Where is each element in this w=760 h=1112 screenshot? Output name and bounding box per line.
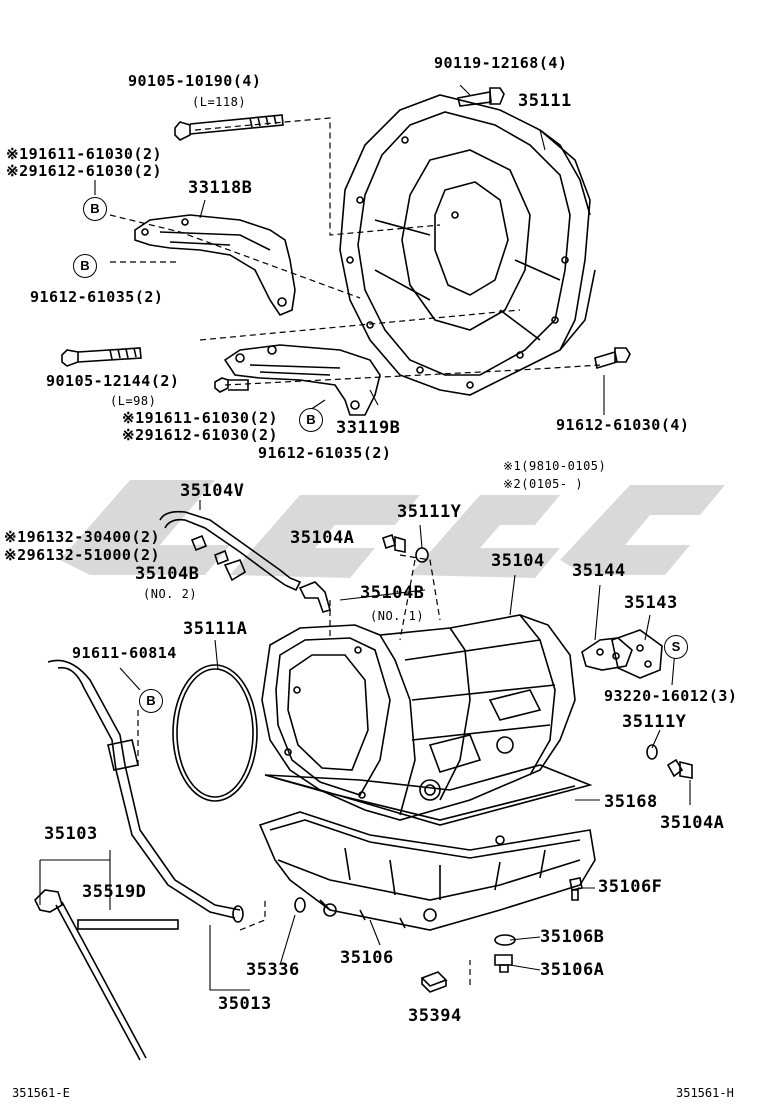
watermark-logo: [60, 480, 725, 578]
label-91612-61030-right: 91612-61030(4): [556, 416, 690, 434]
label-length-118: (L=118): [192, 95, 247, 109]
label-no1: (NO. 1): [370, 609, 425, 623]
solid-leaders: [39, 84, 691, 991]
marker-s: S: [664, 635, 688, 659]
label-35143: 35143: [624, 593, 678, 613]
o-ring-35111a: [172, 664, 258, 802]
label-93220-16012: 93220-16012(3): [604, 687, 738, 705]
dipstick-35103: [34, 889, 147, 1061]
label-35111y-top: 35111Y: [397, 502, 462, 522]
label-35106: 35106: [340, 948, 394, 968]
o-ring-35111a-inner: [176, 668, 254, 798]
gasket-35336: [294, 897, 306, 913]
label-35013: 35013: [218, 994, 272, 1014]
label-191611-61030-top: ※191611-61030(2): [6, 145, 163, 163]
label-35103: 35103: [44, 824, 98, 844]
label-90119-12168: 90119-12168(4): [434, 54, 568, 72]
label-35111y-right: 35111Y: [622, 712, 687, 732]
marker-b-2: B: [73, 254, 97, 278]
label-35104b-no2: 35104B: [135, 564, 200, 584]
label-35111a: 35111A: [183, 619, 248, 639]
bolt-90105-10190: [174, 114, 284, 141]
transmission-case-35104: [261, 614, 576, 821]
label-35394: 35394: [408, 1006, 462, 1026]
vent-hose-35104v: [159, 510, 302, 592]
label-35104a-top: 35104A: [290, 528, 355, 548]
label-35104: 35104: [491, 551, 545, 571]
label-35168: 35168: [604, 792, 658, 812]
footer-code-right: 351561-H: [676, 1086, 734, 1100]
label-35111: 35111: [518, 91, 572, 111]
note-2: ※2(0105- ): [503, 477, 584, 491]
filler-tube-35013: [47, 659, 244, 923]
label-35104b-no1: 35104B: [360, 583, 425, 603]
label-196132-30400: ※196132-30400(2): [4, 528, 161, 546]
note-1: ※1(9810-0105): [503, 459, 607, 473]
label-90105-10190: 90105-10190(4): [128, 72, 262, 90]
bracket-35144: [581, 637, 633, 671]
label-291612-61030-mid: ※291612-61030(2): [122, 426, 279, 444]
label-35106f: 35106F: [598, 877, 663, 897]
pan-gasket-35168: [264, 764, 593, 826]
bolt-35106f: [569, 877, 583, 901]
bell-housing-35111: [339, 94, 596, 396]
label-90105-12144: 90105-12144(2): [46, 372, 180, 390]
label-296132-51000: ※296132-51000(2): [4, 546, 161, 564]
bolt-91611-61030: [214, 377, 249, 393]
bolt-90105-12144: [61, 347, 142, 367]
label-35106a: 35106A: [540, 960, 605, 980]
plug-35104a-right: [666, 758, 693, 779]
label-91612-61035-top: 91612-61035(2): [30, 288, 164, 306]
label-35336: 35336: [246, 960, 300, 980]
label-35144: 35144: [572, 561, 626, 581]
marker-b-3: B: [299, 408, 323, 432]
footer-code-left: 351561-E: [12, 1086, 70, 1100]
bolt-90119-12168: [457, 87, 505, 107]
bolt-91612-61030: [594, 347, 631, 370]
bracket-33119b: [223, 344, 381, 416]
drain-plug-35106a: [494, 954, 513, 973]
label-33118b: 33118B: [188, 178, 253, 198]
label-no2: (NO. 2): [143, 587, 198, 601]
gasket-35106b: [494, 934, 516, 946]
union-35104b-no2: [223, 559, 247, 582]
label-91611-60814: 91611-60814: [72, 644, 177, 662]
label-91612-61035-mid: 91612-61035(2): [258, 444, 392, 462]
marker-b-4: B: [139, 689, 163, 713]
marker-b-1: B: [83, 197, 107, 221]
o-ring-35519d: [77, 919, 179, 930]
bracket-33118b: [134, 214, 296, 316]
label-35519d: 35519D: [82, 882, 147, 902]
label-35104a-right: 35104A: [660, 813, 725, 833]
label-length-98: (L=98): [110, 394, 157, 408]
label-191611-61030-mid: ※191611-61030(2): [122, 409, 279, 427]
bracket-35143: [611, 629, 663, 679]
magnet-35394: [420, 971, 448, 993]
hose-clamp: [190, 534, 229, 566]
label-35106b: 35106B: [540, 927, 605, 947]
label-291612-61030-top: ※291612-61030(2): [6, 162, 163, 180]
label-35104v: 35104V: [180, 481, 245, 501]
label-33119b: 33119B: [336, 418, 401, 438]
gasket-35111y-right: [646, 744, 658, 760]
gasket-35111y: [415, 547, 429, 563]
oil-pan-35106: [258, 811, 596, 931]
union-35104b-no1: [298, 581, 331, 613]
plug-35104a: [382, 533, 406, 553]
